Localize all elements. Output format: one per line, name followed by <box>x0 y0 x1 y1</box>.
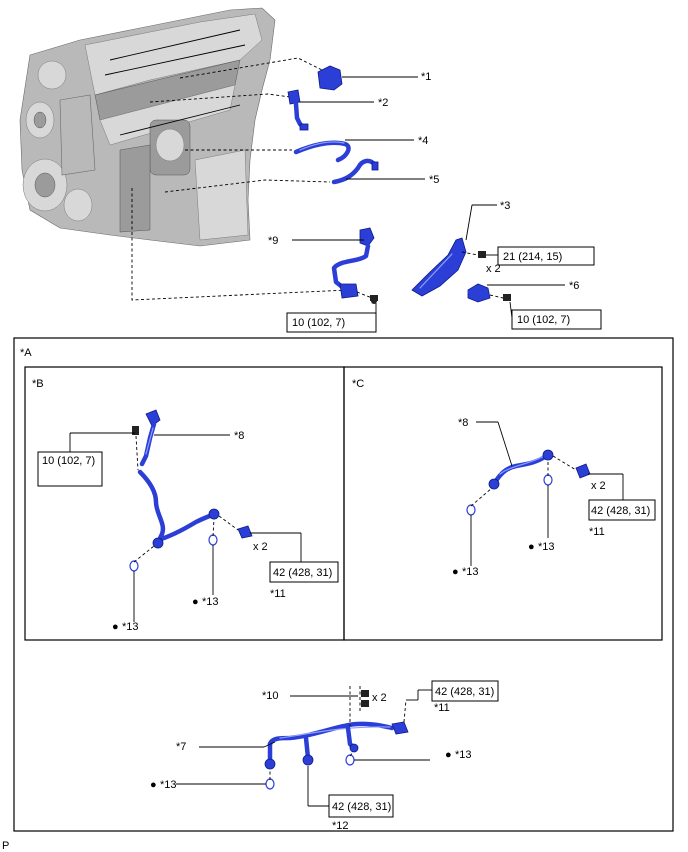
qty-x2: x 2 <box>253 541 268 553</box>
callout-8-view-b: *8 <box>234 430 244 442</box>
qty-x2: x 2 <box>372 692 387 704</box>
callout-6: *6 <box>569 280 579 292</box>
torque-value: 10 (102, 7) <box>42 455 95 467</box>
torque-box-21: 21 (214, 15) <box>497 246 595 266</box>
callout-3: *3 <box>500 200 510 212</box>
callout-9: *9 <box>268 235 278 247</box>
torque-value: 21 (214, 15) <box>503 251 562 263</box>
part-4 <box>293 139 414 163</box>
bullet-icon: ● <box>192 596 199 608</box>
callout-13: *13 <box>160 779 177 791</box>
view-c-pipe-8 <box>466 421 624 566</box>
torque-value: 10 (102, 7) <box>292 317 345 329</box>
view-b-pipe-8 <box>69 409 302 622</box>
callout-13-labels: ● *13 ● *13 ● *13 ● *13 ● *13 ● *13 <box>112 541 555 791</box>
callout-4: *4 <box>418 135 428 147</box>
part-5 <box>331 158 425 185</box>
callout-7: *7 <box>176 741 186 753</box>
torque-value: 42 (428, 31) <box>591 505 650 517</box>
callout-13: *13 <box>538 541 555 553</box>
torque-box-10-view-b: 10 (102, 7) <box>37 451 103 487</box>
torque-value: 42 (428, 31) <box>273 567 332 579</box>
bullet-icon: ● <box>528 541 535 553</box>
callout-8-view-c: *8 <box>458 417 468 429</box>
assembly-guide-lines <box>131 57 349 301</box>
torque-box-42-view-b: 42 (428, 31) <box>269 561 339 583</box>
callout-12: *12 <box>332 820 349 832</box>
torque-box-42-lower-11: 42 (428, 31) <box>431 680 499 702</box>
bullet-icon: ● <box>452 566 459 578</box>
callout-labels: *1 *2 *4 *5 *3 *9 *6 *8 *11 *8 *11 *10 *… <box>176 71 605 832</box>
view-a-frame <box>13 337 674 832</box>
torque-box-42-view-c: 42 (428, 31) <box>588 499 656 521</box>
callout-11-view-c: *11 <box>589 526 605 538</box>
view-c-title: *C <box>352 378 364 390</box>
quantity-labels: x 2 x 2 x 2 x 2 <box>253 263 606 704</box>
callout-11-view-b: *11 <box>270 588 286 600</box>
callout-13: *13 <box>202 596 219 608</box>
qty-x2: x 2 <box>486 263 501 275</box>
bullet-icon: ● <box>150 779 157 791</box>
part-9 <box>292 227 378 323</box>
callout-13: *13 <box>455 749 472 761</box>
callout-5: *5 <box>429 174 439 186</box>
qty-x2: x 2 <box>591 480 606 492</box>
part-1 <box>317 65 418 91</box>
torque-box-10-part-6: 10 (102, 7) <box>511 309 602 330</box>
torque-value: 42 (428, 31) <box>332 801 391 813</box>
part-3 <box>411 204 498 297</box>
torque-value: 42 (428, 31) <box>435 686 494 698</box>
torque-value: 10 (102, 7) <box>517 314 570 326</box>
engine-illustration <box>19 7 276 247</box>
bullet-icon: ● <box>112 621 119 633</box>
view-c-frame <box>343 366 663 641</box>
callout-1: *1 <box>421 71 431 83</box>
torque-boxes: 21 (214, 15) 10 (102, 7) 10 (102, 7) 10 … <box>37 246 656 818</box>
bullet-icon: ● <box>445 749 452 761</box>
torque-box-42-lower-12: 42 (428, 31) <box>328 794 394 818</box>
view-b-frame <box>24 366 345 641</box>
callout-11-lower: *11 <box>434 702 450 714</box>
page-code: P <box>2 840 9 852</box>
lower-bolt-10 <box>290 686 432 726</box>
callout-2: *2 <box>378 97 388 109</box>
callout-13: *13 <box>462 566 479 578</box>
callout-10: *10 <box>262 690 279 702</box>
view-a-title: *A <box>20 347 32 359</box>
view-b-title: *B <box>32 378 44 390</box>
torque-box-10-part-9: 10 (102, 7) <box>286 312 377 333</box>
view-titles: *A *B *C <box>20 347 364 390</box>
part-2 <box>287 89 374 131</box>
lower-pipe-7 <box>176 721 430 807</box>
callout-13: *13 <box>122 621 139 633</box>
